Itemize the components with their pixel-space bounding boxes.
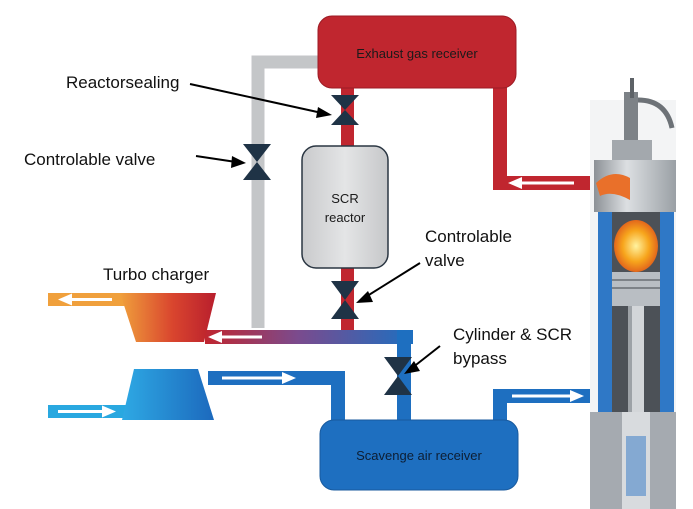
reactor-sealing-label: Reactorsealing [66,73,179,92]
controllable-valve-right-label-line2: valve [425,251,465,270]
bypass-label-line1: Cylinder & SCR [453,325,572,344]
turbine-icon [120,293,216,342]
valve-icon [331,281,359,319]
exhaust-pipe-from-reactor [341,266,354,336]
turbo-charger-label: Turbo charger [103,265,209,284]
valve-icon [243,144,271,180]
scavenge-to-engine-pipe [493,389,598,428]
bypass-label-line2: bypass [453,349,507,368]
scr-reactor-label-line1: SCR [331,191,358,206]
bypass-riser-pipe [397,330,411,426]
pointer-arrows [189,83,441,374]
scr-reactor [301,145,389,269]
engine-exhaust-pipe [493,82,598,190]
valve-icon [331,95,359,125]
turbo-exhaust-pipe [205,330,413,344]
scr-reactor-label-line2: reactor [325,210,366,225]
valve-icon [384,357,412,395]
bypass-pipe [251,55,322,328]
compressor-outlet-pipe [208,371,345,430]
controllable-valve-left-label: Controlable valve [24,150,155,169]
engine-cylinder-icon [590,78,676,509]
scavenge-air-receiver [319,419,519,491]
exhaust-gas-receiver [317,15,517,89]
compressor-icon [122,369,214,420]
controllable-valve-right-label-line1: Controlable [425,227,512,246]
flow-arrows [58,177,584,418]
exhaust-gas-receiver-label: Exhaust gas receiver [356,46,478,61]
scavenge-air-receiver-label: Scavenge air receiver [356,448,482,463]
